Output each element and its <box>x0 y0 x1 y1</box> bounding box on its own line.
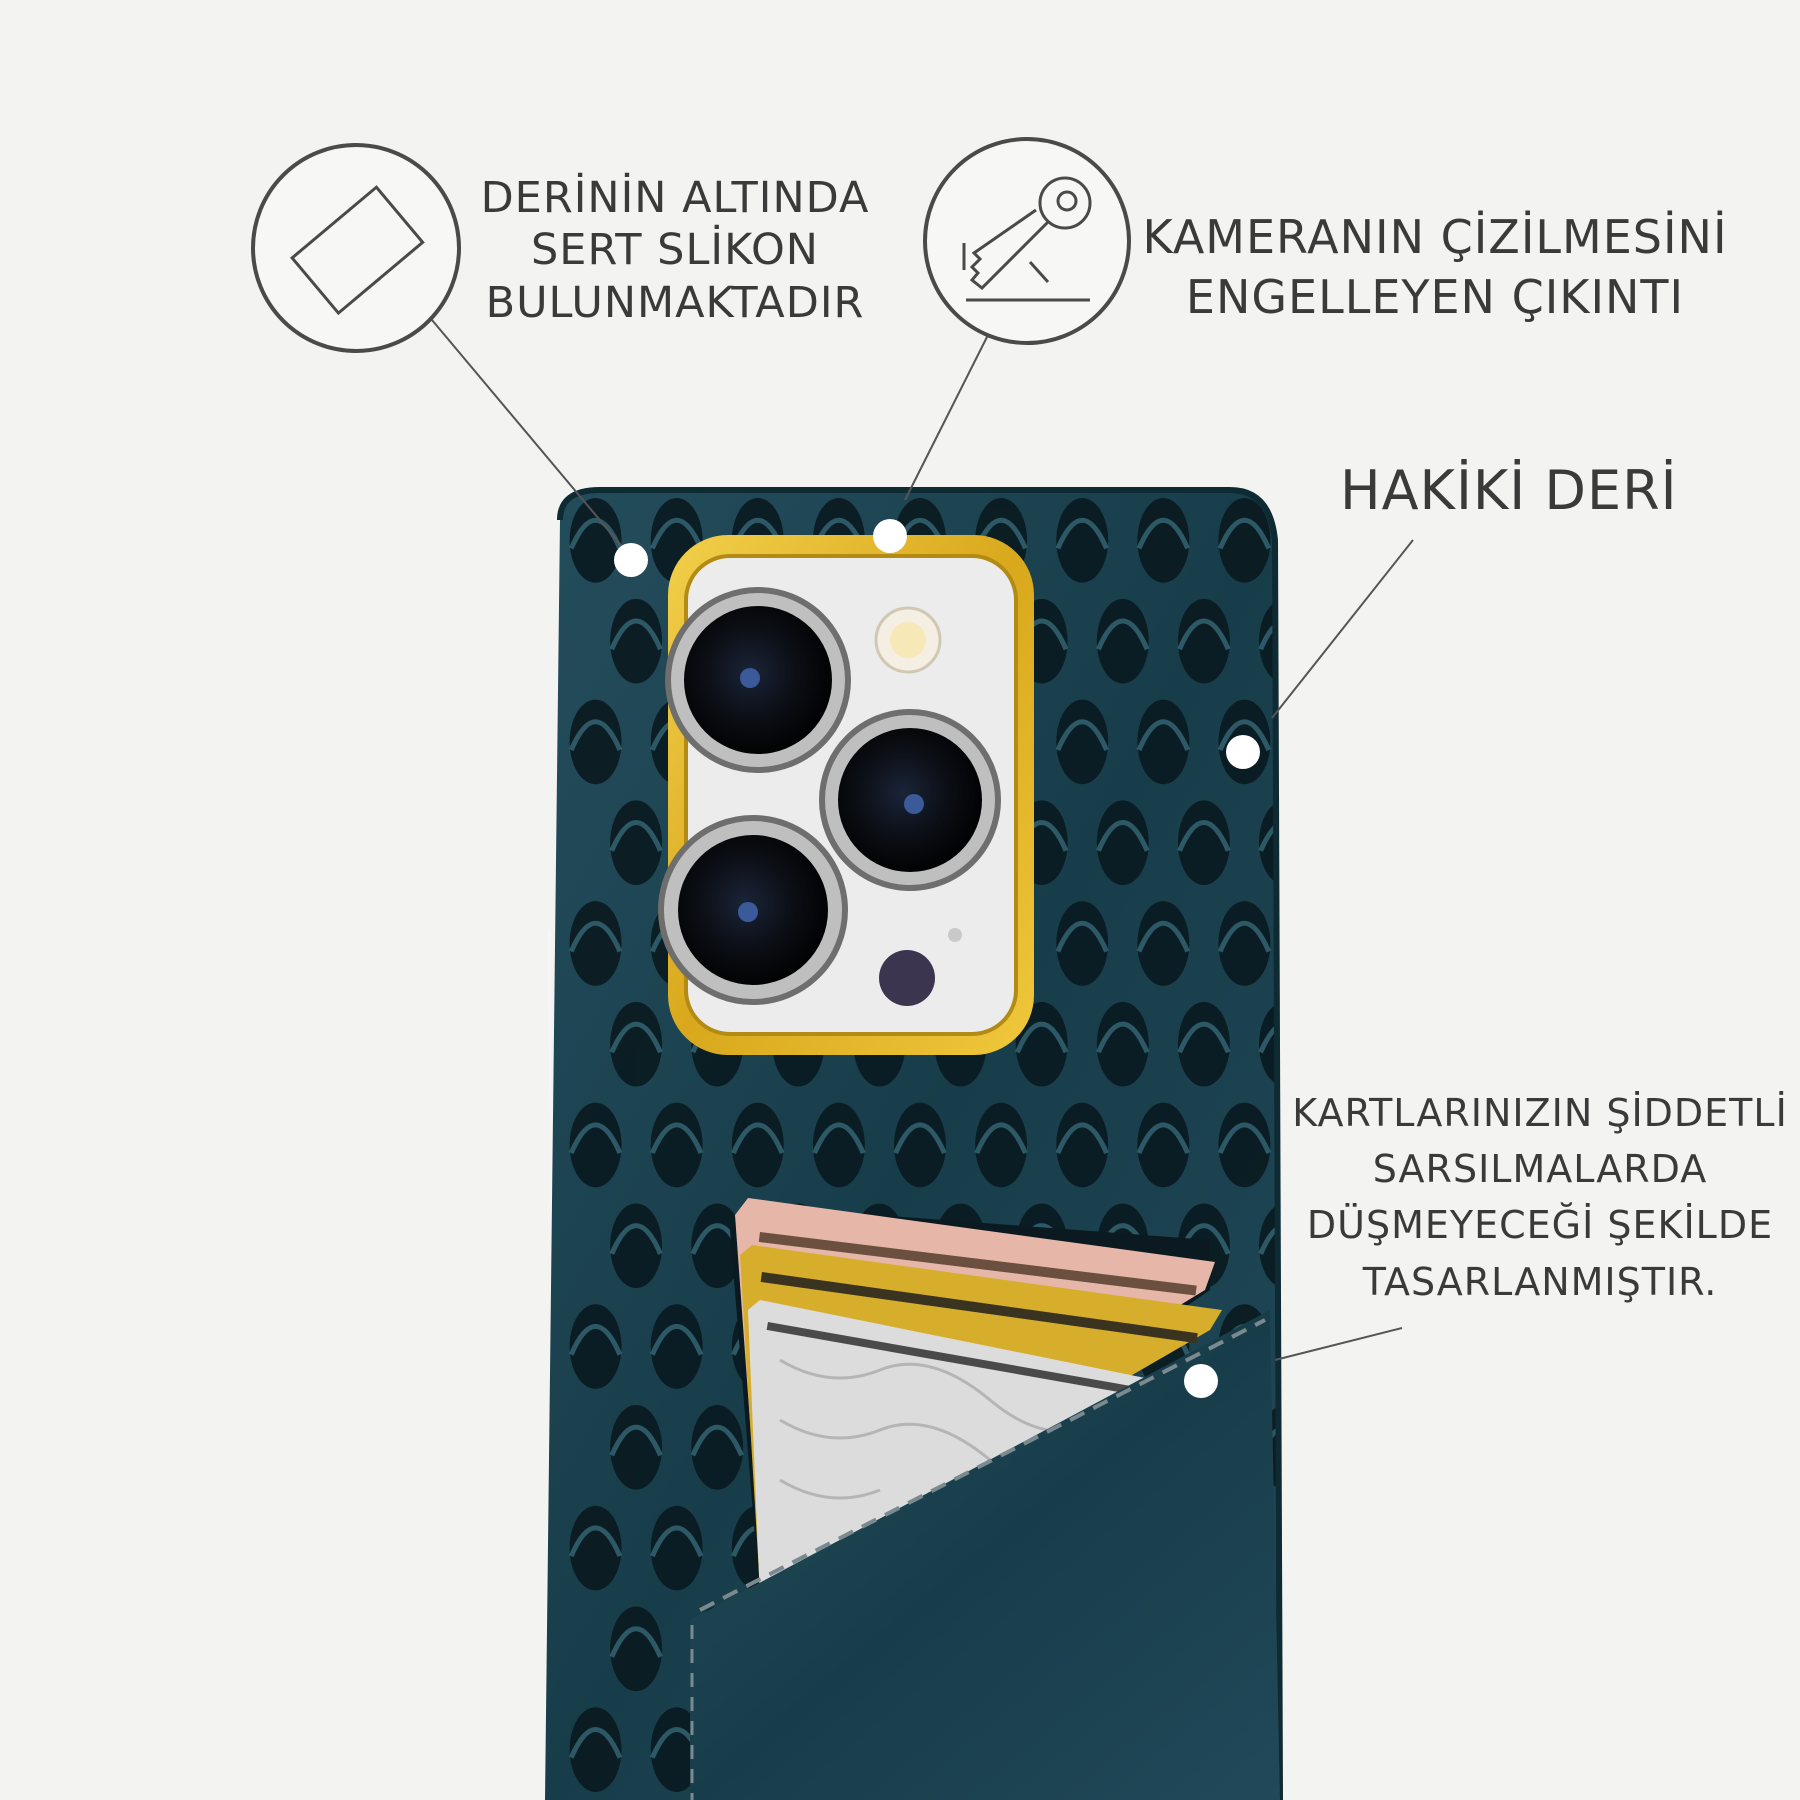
silicone-line-2: SERT SLİKON <box>531 225 819 276</box>
leather-line-1: HAKİKİ DERİ <box>1340 459 1678 522</box>
callout-dot-silicone <box>614 543 648 577</box>
camera-line-1: KAMERANIN ÇİZİLMESİNİ <box>1142 210 1728 264</box>
leather-feature-label: HAKİKİ DERİ <box>1340 458 1720 524</box>
connector-silicone <box>431 319 631 557</box>
callout-dot-camera <box>873 519 907 553</box>
silicone-line-1: DERİNİN ALTINDA <box>480 173 870 223</box>
silicone-feature-label: DERİNİN ALTINDA SERT SLİKON BULUNMAKTADI… <box>440 172 910 329</box>
callout-dot-leather <box>1226 735 1260 769</box>
silicone-line-3: BULUNMAKTADIR <box>485 277 865 328</box>
connector-cards <box>1274 1327 1403 1361</box>
camera-module <box>658 535 1034 1055</box>
cards-line-1: KARTLARINIZIN ŞİDDETLİ <box>1292 1091 1788 1135</box>
cards-line-2: SARSILMALARDA <box>1372 1147 1708 1192</box>
cards-line-4: TASARLANMIŞTIR. <box>1362 1259 1718 1304</box>
connector-camera <box>904 334 989 501</box>
card-pocket <box>690 1198 1280 1800</box>
key-scratch-icon <box>923 137 1131 345</box>
connector-leather <box>1271 539 1414 719</box>
callout-dot-cards <box>1184 1364 1218 1398</box>
card-outline-icon <box>251 143 461 353</box>
card-slot-feature-label: KARTLARINIZIN ŞİDDETLİ SARSILMALARDA DÜŞ… <box>1280 1085 1800 1310</box>
cards-line-3: DÜŞMEYECEĞİ ŞEKİLDE <box>1306 1203 1774 1248</box>
camera-line-2: ENGELLEYEN ÇIKINTI <box>1185 269 1685 324</box>
camera-lip-feature-label: KAMERANIN ÇİZİLMESİNİ ENGELLEYEN ÇIKINTI <box>1130 208 1740 328</box>
